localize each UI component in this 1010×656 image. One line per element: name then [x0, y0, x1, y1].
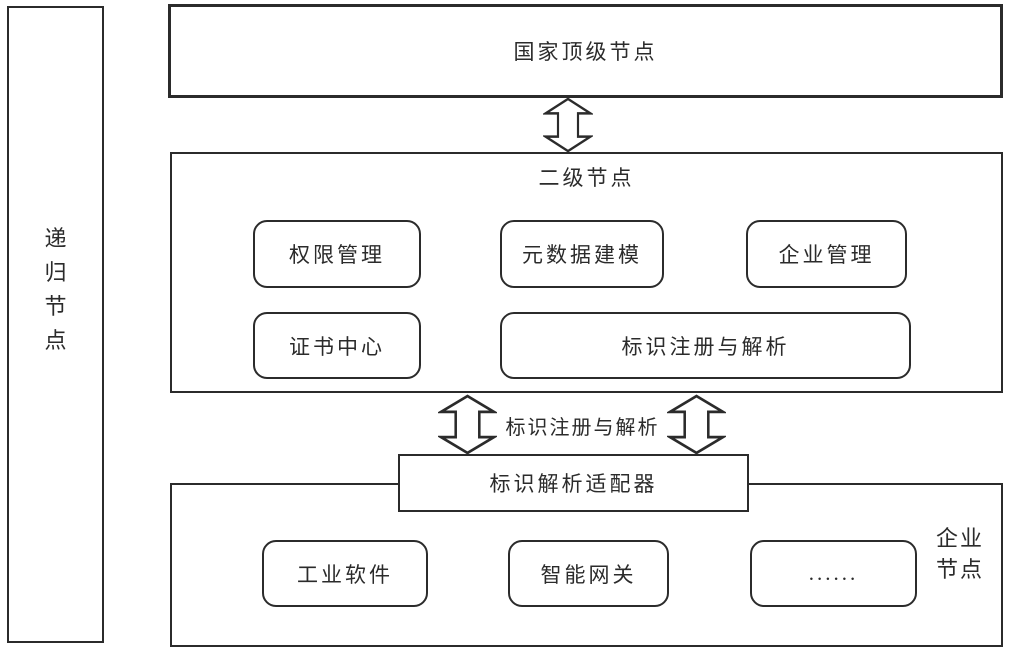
module-enterprise-management: 企业管理 — [746, 220, 907, 288]
module-industrial-software: 工业软件 — [262, 540, 428, 607]
second-level-node-label: 二级节点 — [538, 166, 635, 190]
module-label: ...... — [808, 561, 859, 585]
module-label: 企业管理 — [778, 243, 875, 267]
adapter-label: 标识解析适配器 — [489, 472, 658, 496]
recursive-node-box: 递归节点 — [7, 6, 104, 643]
recursive-node-label: 递归节点 — [44, 226, 67, 353]
module-label: 权限管理 — [289, 243, 385, 267]
module-metadata-modeling: 元数据建模 — [500, 220, 664, 288]
enterprise-node-label: 企业 节点 — [935, 526, 984, 582]
module-permission-management: 权限管理 — [253, 220, 421, 288]
double-arrow-icon — [667, 394, 726, 455]
identifier-resolution-adapter-box: 标识解析适配器 — [398, 454, 749, 512]
double-arrow-icon — [438, 394, 497, 455]
module-certificate-center: 证书中心 — [253, 312, 421, 379]
national-top-node-label: 国家顶级节点 — [513, 40, 658, 64]
national-top-node-box: 国家顶级节点 — [168, 4, 1003, 98]
module-ellipsis-others: ...... — [750, 540, 917, 607]
module-smart-gateway: 智能网关 — [508, 540, 669, 607]
link-label-identifier-registration-resolution: 标识注册与解析 — [505, 417, 660, 439]
double-arrow-icon — [543, 97, 593, 153]
module-label: 元数据建模 — [522, 243, 642, 267]
module-label: 工业软件 — [297, 562, 393, 587]
module-label: 证书中心 — [289, 334, 385, 359]
module-identifier-registration-resolution: 标识注册与解析 — [500, 312, 911, 379]
module-label: 标识注册与解析 — [621, 334, 790, 359]
module-label: 智能网关 — [540, 562, 637, 587]
